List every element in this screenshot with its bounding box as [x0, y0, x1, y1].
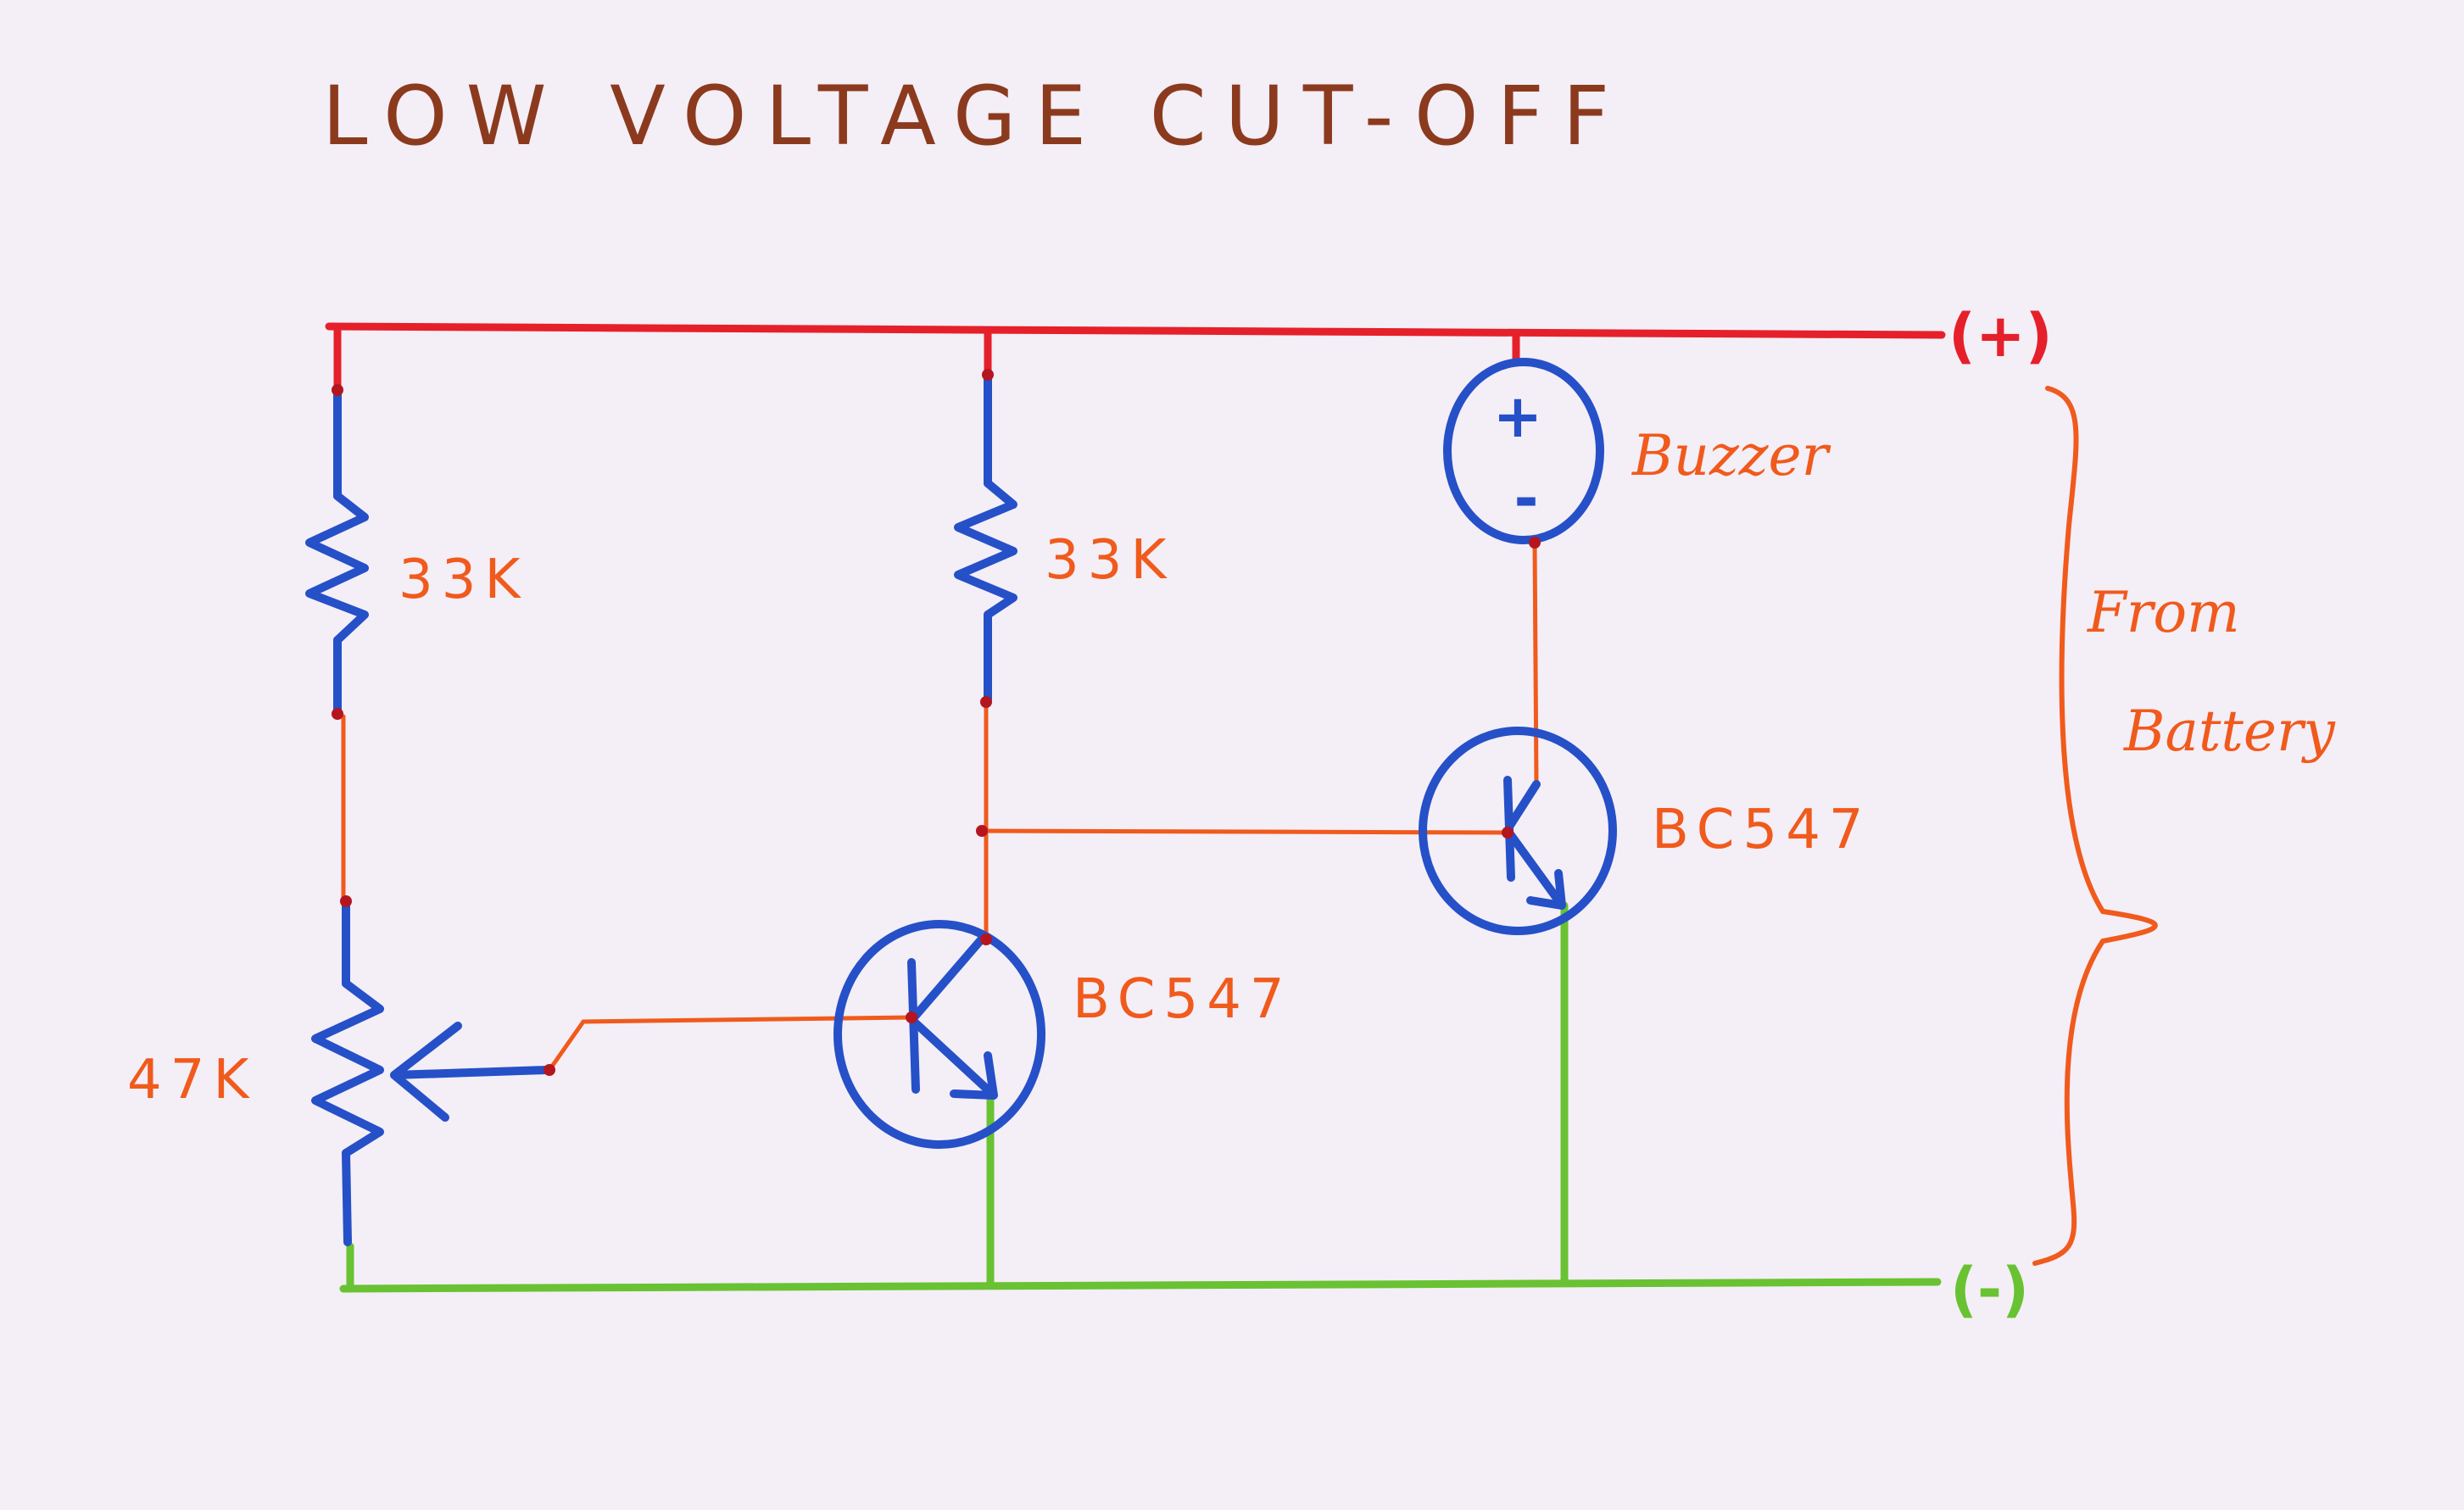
buzzer-label: Buzzer	[1631, 423, 1831, 488]
potentiometer-label: 47K	[127, 1049, 257, 1112]
potentiometer	[311, 899, 551, 1246]
positive-rail	[325, 322, 1946, 396]
resistor-left	[305, 386, 369, 716]
transistor-q2-label: BC547	[1652, 799, 1872, 861]
resistor-left-label: 33K	[399, 549, 528, 611]
transistor-q1-label: BC547	[1073, 968, 1293, 1031]
source-label-line2: Battery	[2123, 699, 2336, 764]
positive-terminal-label: (+)	[1948, 301, 2053, 371]
source-label-line1: From	[2087, 580, 2240, 645]
resistor-middle-label: 33K	[1045, 529, 1174, 592]
resistor-middle	[954, 369, 1017, 704]
transistor-q1	[833, 920, 1045, 1149]
buzzer-minus: -	[1514, 464, 1538, 533]
negative-terminal-label: (-)	[1950, 1255, 2029, 1324]
diagram-title: LOW VOLTAGE CUT-OFF	[322, 69, 1628, 164]
battery-brace	[2032, 386, 2158, 1266]
negative-rail	[339, 901, 1942, 1293]
buzzer-plus: +	[1493, 382, 1543, 451]
buzzer: + -	[1443, 358, 1604, 544]
junction-dots	[332, 369, 1541, 1076]
